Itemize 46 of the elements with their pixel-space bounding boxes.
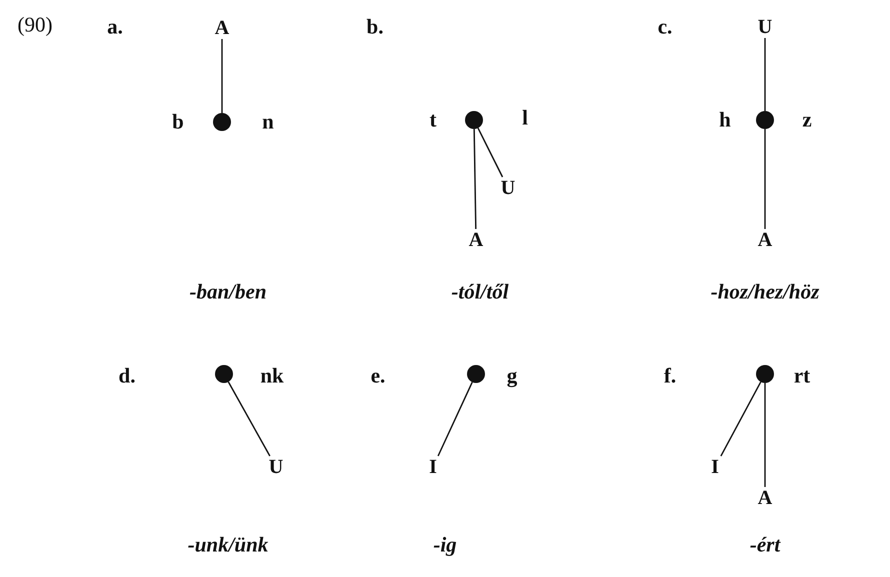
- connector-line: [221, 39, 223, 113]
- connector-line: [764, 38, 766, 111]
- circle-node: [213, 113, 231, 131]
- element-label: U: [756, 16, 774, 38]
- consonant-label: rt: [794, 366, 810, 386]
- suffix-caption: -ért: [750, 534, 780, 556]
- suffix-caption: -ig: [433, 534, 457, 556]
- element-label: U: [498, 177, 518, 199]
- consonant-label: z: [802, 110, 812, 130]
- consonant-label: nk: [260, 366, 284, 386]
- element-label: I: [427, 456, 439, 478]
- consonant-label: g: [506, 366, 518, 386]
- connector-line: [764, 383, 766, 487]
- panel-letter: f.: [664, 366, 676, 386]
- panel-letter: b.: [366, 16, 384, 38]
- suffix-caption: -hoz/hez/höz: [710, 282, 820, 302]
- suffix-caption: -tól/től: [451, 282, 509, 302]
- element-label: A: [756, 229, 774, 251]
- circle-node: [756, 111, 774, 129]
- connector-line: [228, 382, 270, 456]
- consonant-label: l: [522, 108, 528, 128]
- consonant-label: n: [262, 112, 274, 132]
- element-label: U: [266, 456, 286, 478]
- panel-letter: e.: [370, 366, 386, 386]
- circle-node: [215, 365, 233, 383]
- element-label: I: [709, 456, 721, 478]
- panel-letter: c.: [658, 16, 672, 38]
- circle-node: [465, 111, 483, 129]
- panel-letter: d.: [118, 366, 136, 386]
- example-number: (90): [18, 14, 52, 36]
- connector-line: [473, 128, 477, 230]
- connector-line: [437, 382, 473, 456]
- connector-line: [764, 129, 766, 229]
- consonant-label: b: [172, 112, 184, 132]
- connector-line: [477, 128, 504, 178]
- element-label: A: [756, 487, 774, 509]
- element-label: A: [212, 17, 232, 39]
- suffix-caption: -unk/ünk: [188, 534, 268, 556]
- consonant-label: t: [430, 110, 436, 130]
- element-label: A: [466, 229, 486, 251]
- consonant-label: h: [719, 110, 731, 130]
- circle-node: [467, 365, 485, 383]
- suffix-caption: -ban/ben: [190, 282, 266, 302]
- panel-letter: a.: [107, 16, 123, 38]
- connector-line: [720, 382, 762, 456]
- circle-node: [756, 365, 774, 383]
